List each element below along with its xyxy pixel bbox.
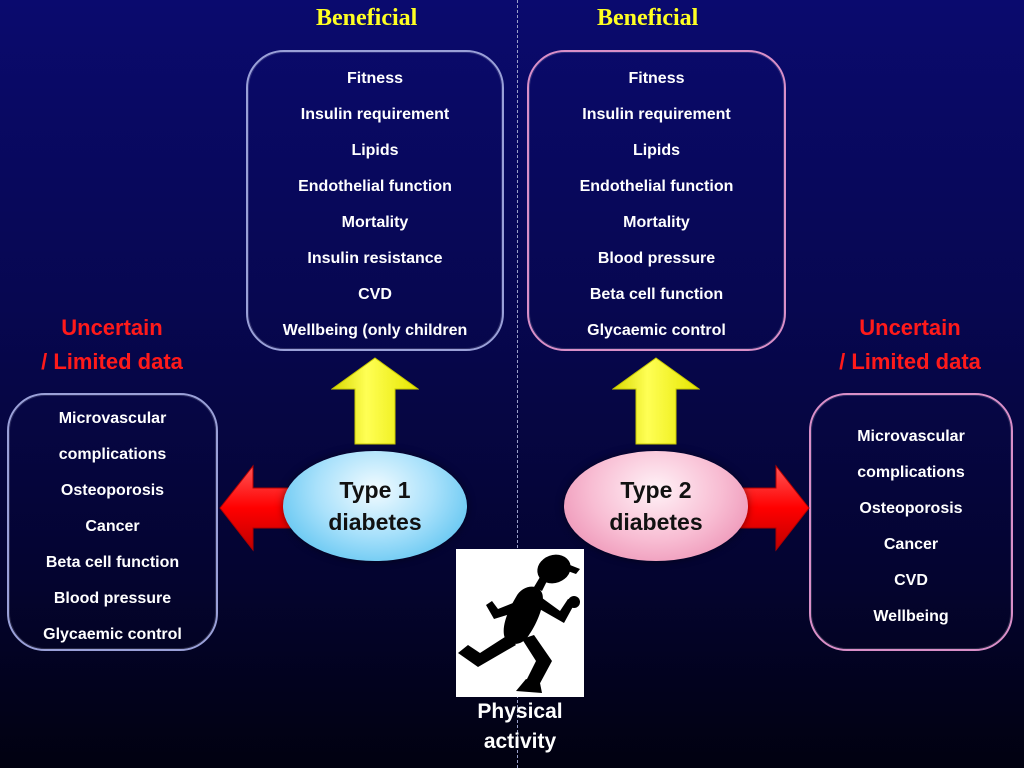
list-item: Glycaemic control [587,322,726,339]
list-item: Beta cell function [45,554,180,571]
running-person-icon [458,554,580,693]
list-item: Microvascular [58,410,167,427]
list-item: Endothelial function [579,178,734,195]
left-uncertain-label: Uncertain / Limited data [22,311,202,379]
list-item: Osteoporosis [859,500,963,517]
right-uncertain-line1: Uncertain [859,315,961,340]
list-item: Insulin resistance [307,250,443,267]
right-side-arrow-icon [738,464,810,552]
type1-line1: Type 1 [339,477,411,503]
physical-activity-caption: Physical activity [460,697,580,757]
list-item: Wellbeing (only children [282,322,468,339]
left-up-arrow-icon [331,357,419,445]
left-side-arrow-icon [219,464,291,552]
list-item: Mortality [341,214,409,231]
type1-line2: diabetes [328,509,422,535]
list-item: Blood pressure [597,250,716,267]
list-item: Insulin requirement [300,106,450,123]
list-item: Microvascular [857,428,965,445]
list-item: Fitness [628,70,685,87]
right-uncertain-line2: / Limited data [839,349,981,374]
list-item: CVD [894,572,928,589]
list-item: Wellbeing [873,608,949,625]
type2-line1: Type 2 [620,477,692,503]
list-item: Cancer [883,536,939,553]
caption-line1: Physical [477,700,563,723]
list-item: Fitness [346,70,403,87]
list-item: Endothelial function [298,178,452,195]
physical-activity-image [456,549,584,697]
list-item: Mortality [623,214,690,231]
type2-line2: diabetes [609,509,703,535]
right-uncertain-label: Uncertain / Limited data [820,311,1000,379]
list-item: CVD [358,286,392,303]
left-uncertain-line2: / Limited data [41,349,183,374]
right-beneficial-heading: Beneficial [597,5,699,31]
right-up-arrow-icon [612,357,700,445]
list-item: complications [58,446,167,463]
list-item: Insulin requirement [582,106,731,123]
list-item: Cancer [85,518,140,535]
list-item: Glycaemic control [43,626,182,643]
list-item: Lipids [632,142,681,159]
type2-diabetes-ellipse: Type 2 diabetes [564,451,748,561]
list-item: Lipids [351,142,399,159]
left-beneficial-heading: Beneficial [316,5,418,31]
list-item: Osteoporosis [60,482,165,499]
list-item: Beta cell function [589,286,724,303]
caption-line2: activity [483,730,557,753]
type1-diabetes-ellipse: Type 1 diabetes [283,451,467,561]
list-item: Blood pressure [53,590,172,607]
center-divider [517,0,518,768]
left-uncertain-line1: Uncertain [61,315,163,340]
list-item: complications [857,464,965,481]
